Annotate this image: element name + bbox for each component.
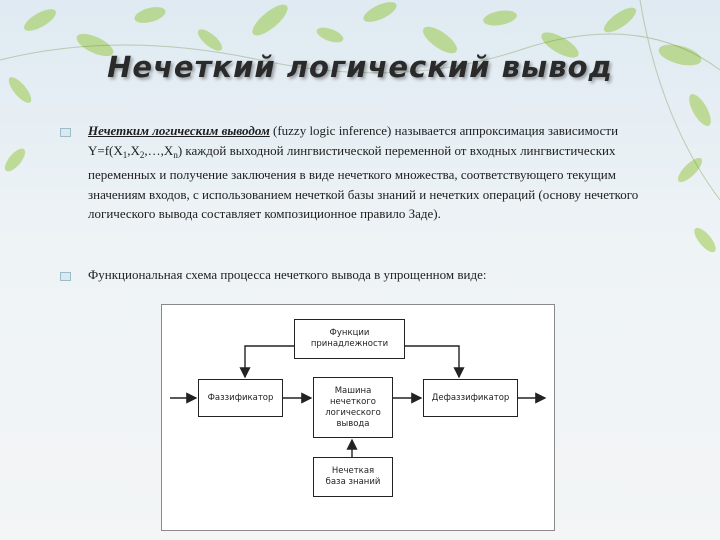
definition-comma: ,X (127, 142, 140, 158)
membership-label: Функции принадлежности (310, 328, 389, 349)
subscript-2: 2 (139, 149, 145, 160)
paragraph-schema-intro: Функциональная схема процесса нечеткого … (88, 267, 487, 282)
knowledge-base-label: Нечеткая база знаний (325, 466, 381, 487)
definition-text-c: ) каждой выходной лингвистической переме… (88, 142, 639, 222)
diagram-arrows (170, 345, 547, 457)
box-fuzzifier: Фаззификатор (198, 379, 283, 417)
definition-text-b: ,…,X (144, 142, 174, 158)
engine-label: Машина нечеткого логического вывода (325, 385, 381, 429)
box-defuzzifier: Дефаззификатор (423, 379, 518, 417)
box-membership-functions: Функции принадлежности (294, 319, 405, 359)
inference-diagram: Функции принадлежности Фаззификатор Маши… (161, 304, 555, 531)
box-inference-engine: Машина нечеткого логического вывода (313, 377, 393, 438)
slide-title: Нечеткий логический вывод (107, 50, 613, 84)
fuzzifier-label: Фаззификатор (207, 392, 274, 403)
defuzzifier-label: Дефаззификатор (431, 392, 510, 403)
bullet-marker-2 (60, 272, 71, 281)
defined-term: Нечетким логическим выводом (88, 123, 270, 138)
definition-text-a: (fuzzy logic inference) называется аппро… (88, 123, 619, 158)
box-knowledge-base: Нечеткая база знаний (313, 457, 393, 497)
paragraph-definition: Нечетким логическим выводом (fuzzy logic… (88, 121, 668, 224)
subscript-1: 1 (122, 149, 128, 160)
subscript-n: n (173, 149, 178, 160)
bullet-marker-1 (60, 128, 71, 137)
